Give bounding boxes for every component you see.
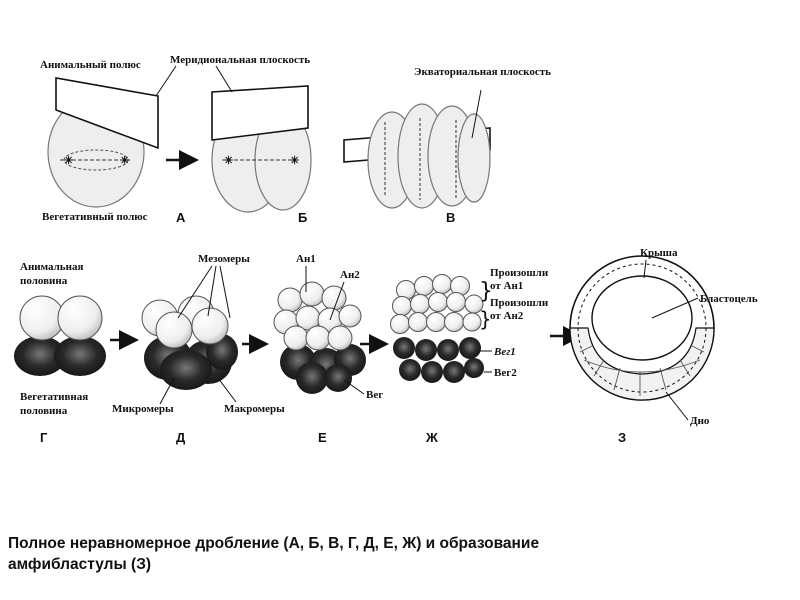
- pointer-mesomeres-c: [219, 265, 231, 319]
- label-vegetal-half-2: половина: [20, 405, 68, 417]
- pointer-an2: [329, 281, 345, 321]
- stage-letter-d: Д: [176, 430, 186, 445]
- label-animal-pole: Анимальный полюс: [40, 59, 141, 71]
- label-veg1: Вег1: [493, 346, 516, 358]
- label-from-1: Произошли: [490, 267, 549, 279]
- label-an2: Ан2: [340, 269, 360, 281]
- cleavage-diagram: ✳ ✳ ✳ ✳ Анимальный полюс Меридиональная …: [14, 54, 758, 445]
- label-from-an1: от Ан1: [490, 280, 523, 292]
- pointer-veg: [343, 379, 365, 395]
- brace-from-an2: }: [479, 307, 492, 331]
- stage-letter-e: Е: [318, 430, 327, 445]
- label-an1: Ан1: [296, 253, 316, 265]
- pointer-roof: [643, 259, 647, 279]
- caption-line-2: амфибластулы (З): [8, 556, 152, 573]
- figure-caption: Полное неравномерное дробление (А, Б, В,…: [8, 533, 768, 575]
- pointer-mesomeres-a: [177, 265, 213, 319]
- stage-letter-g: Г: [40, 430, 48, 445]
- label-bottom: Дно: [690, 415, 710, 427]
- stage-letter-z: З: [618, 430, 626, 445]
- label-blastocoel: Бластоцель: [700, 293, 758, 305]
- label-meridional-plane: Меридиональная плоскость: [170, 54, 310, 66]
- pointer-meridional-a: [155, 65, 177, 97]
- caption-line-1: Полное неравномерное дробление (А, Б, В,…: [8, 535, 540, 552]
- stage-letter-a: А: [176, 210, 186, 225]
- pointer-micromeres: [159, 377, 175, 405]
- stage-a-zygote: ✳ ✳: [47, 77, 159, 208]
- stage-letter-b: Б: [298, 210, 307, 225]
- svg-text:✳: ✳: [120, 155, 129, 167]
- svg-text:✳: ✳: [224, 155, 233, 167]
- label-micromeres: Микромеры: [112, 403, 174, 415]
- label-roof: Крыша: [640, 247, 678, 259]
- svg-text:✳: ✳: [64, 155, 73, 167]
- label-veg: Вег: [366, 389, 383, 401]
- label-vegetal-pole: Вегетативный полюс: [42, 211, 148, 223]
- label-macromeres: Макромеры: [224, 403, 285, 415]
- svg-text:✳: ✳: [290, 155, 299, 167]
- label-veg2: Вег2: [494, 367, 517, 379]
- stage-b-two-cells: ✳ ✳: [211, 85, 312, 213]
- stage-d-sixteen-cells: [141, 295, 238, 390]
- stage-v-four-cells: [343, 89, 491, 209]
- pointer-bottom: [665, 391, 689, 421]
- pointer-blastocoel: [651, 297, 699, 319]
- z-bottom-cell-walls: [579, 345, 705, 396]
- label-vegetal-half-1: Вегетативная: [20, 391, 88, 403]
- zh-light-cells: [390, 274, 484, 334]
- pointer-mesomeres-b: [207, 265, 217, 317]
- stage-zh-morula: [390, 274, 484, 383]
- pointer-meridional-b: [215, 65, 233, 93]
- label-from-2: Произошли: [490, 297, 549, 309]
- stage-letter-zh: Ж: [425, 430, 438, 445]
- label-animal-half-1: Анимальная: [20, 261, 83, 273]
- zh-dark-cells: [393, 337, 484, 383]
- label-mesomeres: Мезомеры: [198, 253, 250, 265]
- stage-e-thirty-two-cells: [273, 281, 366, 394]
- label-from-an2: от Ан2: [490, 310, 524, 322]
- pointer-macromeres: [217, 377, 237, 403]
- brace-from-an1: }: [479, 279, 493, 304]
- stage-z-amphiblastula: [569, 255, 715, 401]
- stage-g-eight-cells: [14, 295, 106, 376]
- stage-letter-v: В: [446, 210, 455, 225]
- label-equatorial-plane: Экваториальная плоскость: [414, 66, 551, 78]
- label-animal-half-2: половина: [20, 275, 68, 287]
